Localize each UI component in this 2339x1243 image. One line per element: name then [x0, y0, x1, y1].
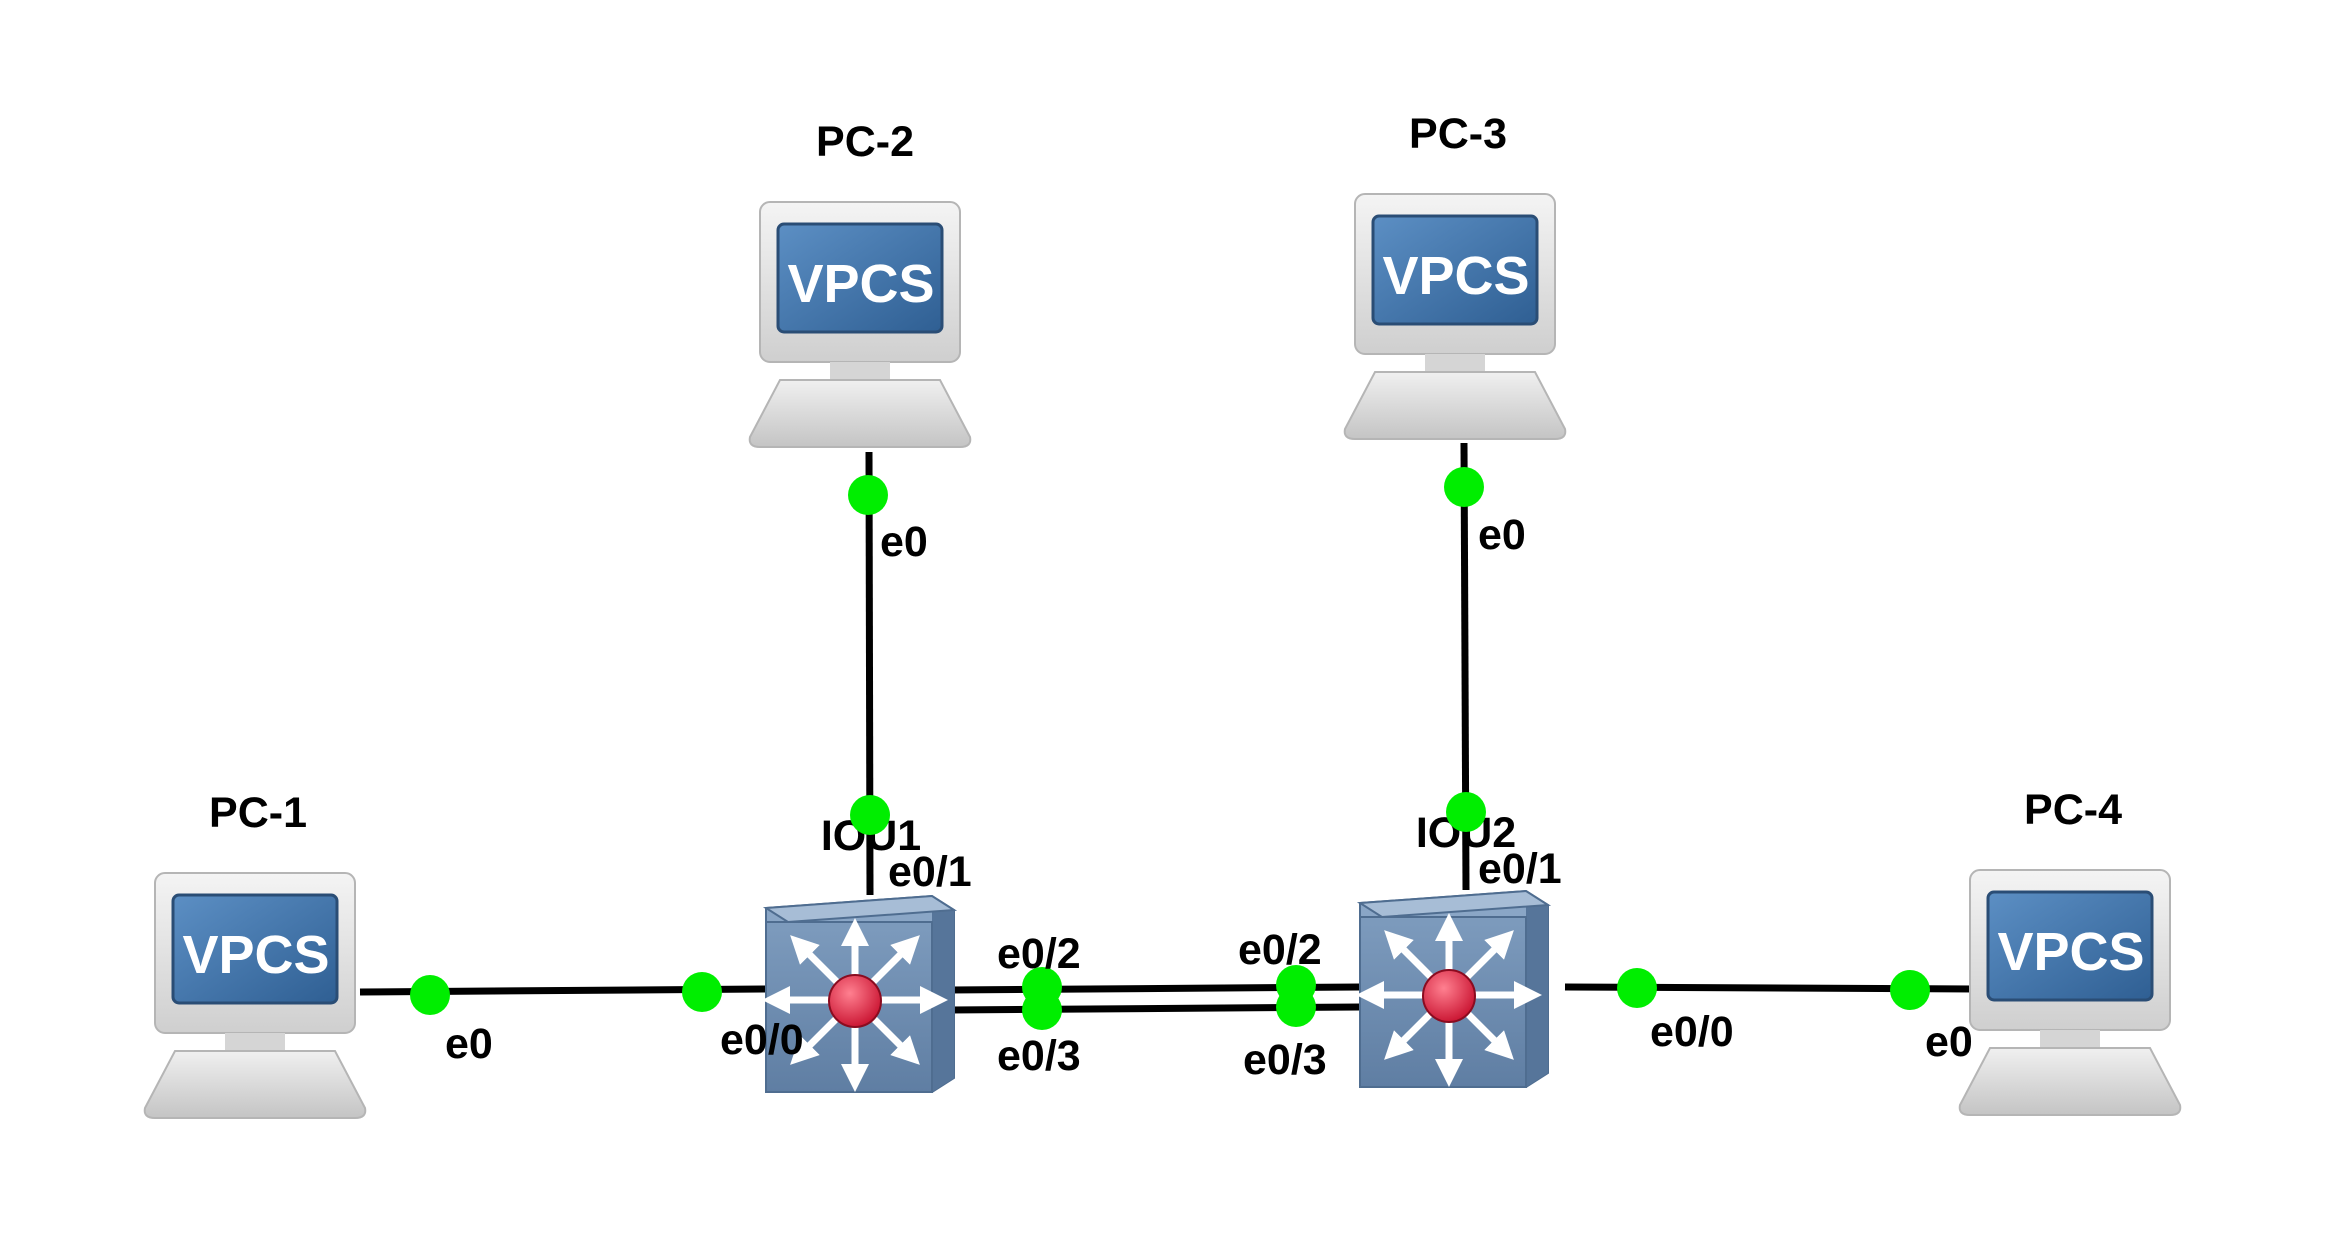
node-iou2[interactable]: IOU2 — [1356, 809, 1552, 1088]
port-dot-pc4-e0 — [1890, 970, 1930, 1010]
node-label-pc3: PC-3 — [1409, 110, 1507, 158]
port-label-pc4-e0: e0 — [1925, 1018, 1973, 1066]
port-label-pc2-e0: e0 — [880, 518, 928, 566]
vpcs-screen-text: VPCS — [1382, 246, 1529, 306]
port-label-iou2-e0-3: e0/3 — [1243, 1036, 1327, 1084]
switch-icon — [1356, 889, 1552, 1088]
vpcs-screen-text: VPCS — [787, 254, 934, 314]
port-dot-pc2-e0 — [848, 475, 888, 515]
pc-icon — [1343, 192, 1567, 441]
port-dot-iou2-e0-0 — [1617, 968, 1657, 1008]
port-dot-iou2-e0-3 — [1276, 987, 1316, 1027]
port-dot-iou1-e0-0 — [682, 972, 722, 1012]
port-label-iou2-e0-2: e0/2 — [1238, 926, 1322, 974]
node-label-pc1: PC-1 — [209, 789, 307, 837]
port-label-iou2-e0-1: e0/1 — [1478, 845, 1562, 893]
switch-icon — [762, 894, 958, 1093]
port-label-pc3-e0: e0 — [1478, 511, 1526, 559]
port-label-iou1-e0-1: e0/1 — [888, 848, 972, 896]
node-pc1[interactable]: VPCS PC-1 — [143, 789, 367, 1120]
port-dot-pc3-e0 — [1444, 467, 1484, 507]
vpcs-screen-text: VPCS — [1997, 922, 2144, 982]
pc-icon — [1958, 868, 2182, 1117]
vpcs-screen-text: VPCS — [182, 925, 329, 985]
node-pc2[interactable]: VPCS PC-2 — [748, 118, 972, 449]
port-label-iou1-e0-2: e0/2 — [997, 930, 1081, 978]
links-layer — [359, 442, 1976, 1014]
port-dot-iou1-e0-1 — [850, 795, 890, 835]
port-label-iou1-e0-3: e0/3 — [997, 1032, 1081, 1080]
port-dot-iou2-e0-1 — [1446, 792, 1486, 832]
node-label-pc2: PC-2 — [816, 118, 914, 166]
port-indicators — [410, 467, 1930, 1030]
port-dot-iou1-e0-3 — [1022, 990, 1062, 1030]
port-dot-pc1-e0 — [410, 975, 450, 1015]
port-label-iou2-e0-0: e0/0 — [1650, 1008, 1734, 1056]
port-labels: e0 e0/0 e0 e0/1 e0/2 e0/3 e0/2 e0/3 e0 e… — [445, 511, 1973, 1084]
port-label-iou1-e0-0: e0/0 — [720, 1016, 804, 1064]
port-label-pc1-e0: e0 — [445, 1020, 493, 1068]
node-label-pc4: PC-4 — [2024, 786, 2122, 834]
node-pc3[interactable]: VPCS PC-3 — [1343, 110, 1567, 441]
pc-icon — [143, 871, 367, 1120]
node-pc4[interactable]: VPCS PC-4 — [1958, 786, 2182, 1117]
pc-icon — [748, 200, 972, 449]
node-iou1[interactable]: IOU1 — [762, 812, 958, 1093]
